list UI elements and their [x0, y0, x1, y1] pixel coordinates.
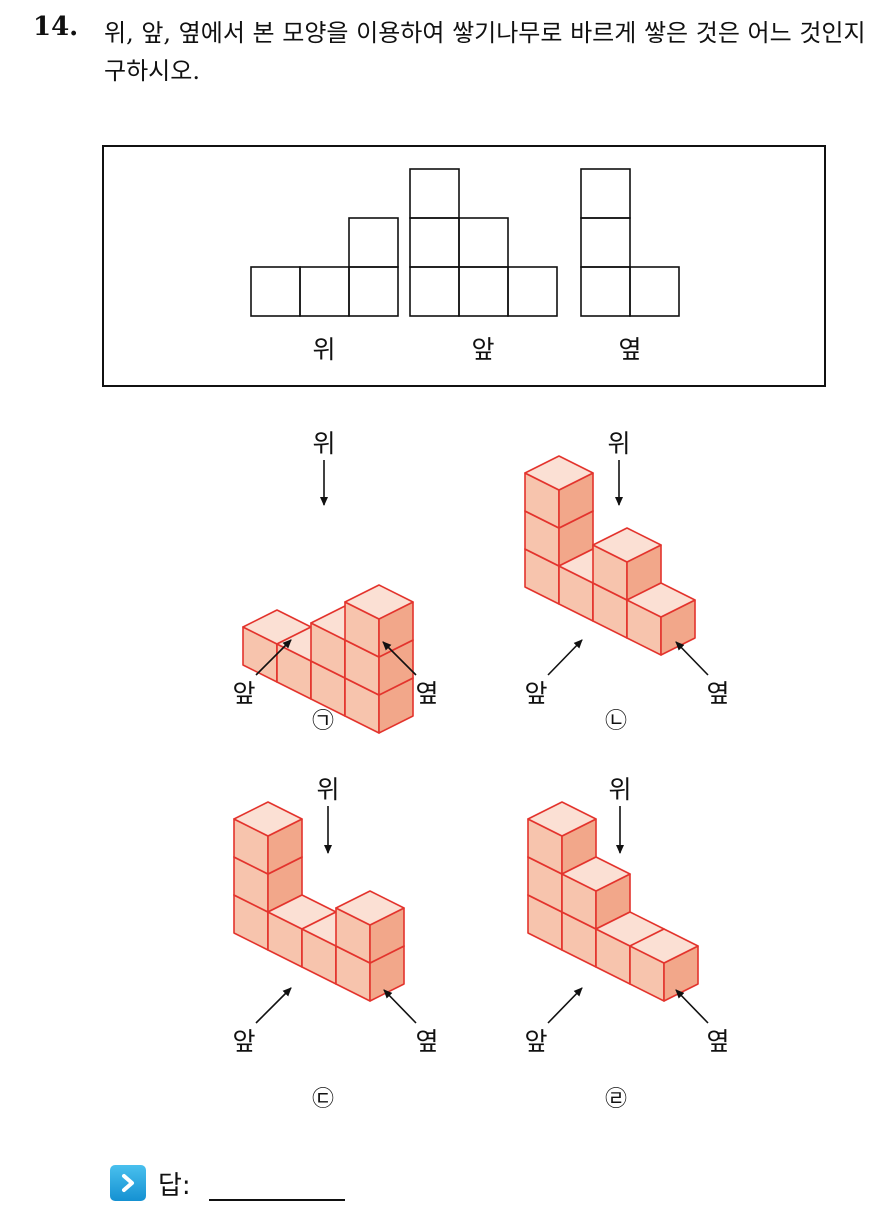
- option-2-top-label: 위: [607, 429, 630, 458]
- cube-top-face: [233, 801, 303, 837]
- option-3-side-arrow: [383, 989, 417, 1024]
- top-view-label: 위: [312, 335, 335, 364]
- option-1-front-label: 앞: [232, 679, 255, 708]
- top-view: [250, 217, 399, 317]
- option-4-annotations: 위 앞 옆 ㉣: [524, 775, 729, 1112]
- cube-top-face: [344, 584, 414, 620]
- option-2-front-label: 앞: [524, 679, 547, 708]
- option-3-annotations: 위 앞 옆 ㉢: [232, 775, 438, 1112]
- option-3-top-label: 위: [316, 775, 339, 804]
- option-4-figure: [527, 801, 699, 1002]
- front-view-label: 앞: [471, 335, 494, 364]
- side-view: [580, 168, 680, 317]
- cube: [561, 856, 631, 930]
- option-3-front-label: 앞: [232, 1027, 255, 1056]
- answer-field[interactable]: [208, 1165, 345, 1201]
- option-1-front-arrow: [255, 639, 292, 676]
- option-2-side-arrow: [675, 641, 709, 676]
- view-drawings: 위 앞 옆: [250, 168, 680, 364]
- question-text: 위, 앞, 옆에서 본 모양을 이용하여 쌓기나무로 바르게 쌓은 것은 어느 …: [104, 19, 866, 85]
- option-4-side-arrow: [675, 989, 709, 1024]
- option-3-side-label: 옆: [415, 1027, 438, 1056]
- option-1-marker: ㉠: [312, 709, 334, 734]
- option-4-side-label: 옆: [706, 1027, 729, 1056]
- cube: [629, 928, 699, 1002]
- option-1-side-label: 옆: [415, 679, 438, 708]
- option-1-annotations: 위 앞 옆 ㉠: [232, 429, 438, 734]
- option-3-front-arrow: [255, 987, 292, 1024]
- cube: [524, 455, 594, 529]
- cube-top-face: [629, 928, 699, 964]
- cube-top-face: [626, 582, 696, 618]
- option-4-top-label: 위: [608, 775, 631, 804]
- cube-top-face: [592, 527, 662, 563]
- answer-label: 답:: [158, 1170, 191, 1201]
- answer-row: 답:: [110, 1165, 345, 1201]
- views-panel: [102, 145, 826, 387]
- option-1-side-arrow: [382, 641, 417, 676]
- option-2-side-label: 옆: [706, 679, 729, 708]
- cube: [527, 801, 597, 875]
- option-4-front-arrow: [547, 987, 583, 1024]
- chevron-right-icon: [110, 1165, 146, 1201]
- cube: [626, 582, 696, 656]
- cube-top-face: [561, 856, 631, 892]
- option-4-front-label: 앞: [524, 1027, 547, 1056]
- option-1-figure: [242, 584, 414, 734]
- side-view-label: 옆: [618, 335, 641, 364]
- cube: [335, 890, 405, 964]
- option-2-marker: ㉡: [605, 709, 627, 734]
- option-2-figure: [524, 455, 696, 656]
- option-4-marker: ㉣: [605, 1087, 627, 1112]
- cube: [344, 584, 414, 658]
- cube: [592, 527, 662, 601]
- cube: [233, 801, 303, 875]
- option-1-top-label: 위: [312, 429, 335, 458]
- cube-top-face: [524, 455, 594, 491]
- option-3-figure: [233, 801, 405, 1002]
- option-2-front-arrow: [547, 639, 583, 676]
- cube-top-face: [335, 890, 405, 926]
- option-2-annotations: 위 앞 옆 ㉡: [524, 429, 729, 734]
- cube-top-face: [527, 801, 597, 837]
- question-number: 14.: [33, 12, 79, 42]
- front-view: [409, 168, 558, 317]
- option-3-marker: ㉢: [312, 1087, 334, 1112]
